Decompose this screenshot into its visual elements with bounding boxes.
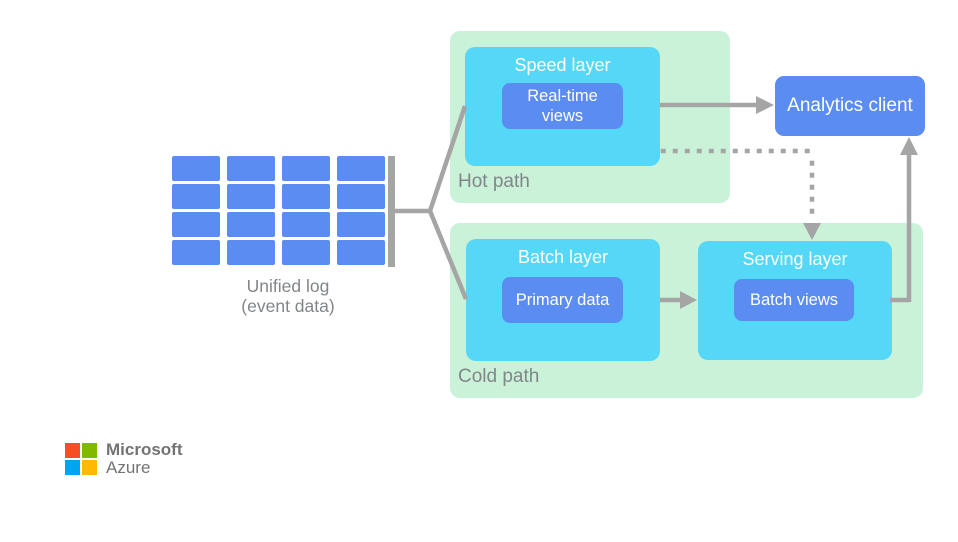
logo-square-green [82, 443, 97, 458]
logo-square-red [65, 443, 80, 458]
realtime-views-line2: views [541, 107, 584, 125]
cold-path-label: Cold path [458, 366, 540, 387]
analytics-client-label: Analytics client [787, 95, 913, 116]
microsoft-logo-icon [65, 443, 97, 475]
unified-log-cell [282, 240, 330, 265]
batch-views-label: Batch views [749, 291, 839, 309]
unified-log-cell [227, 184, 275, 209]
unified-log-label-line2: (event data) [241, 296, 335, 316]
unified-log-cell [337, 156, 385, 181]
unified-log-cell [227, 240, 275, 265]
primary-data-box: Primary data [502, 277, 623, 323]
unified-log-cell [172, 184, 220, 209]
unified-log-label-line1: Unified log [246, 276, 330, 296]
unified-log-cell [172, 240, 220, 265]
unified-log-cell [337, 240, 385, 265]
realtime-views-box: Real-time views [502, 83, 623, 129]
primary-data-label: Primary data [515, 291, 610, 309]
speed-layer-title: Speed layer [514, 55, 611, 75]
unified-log-bar [388, 156, 395, 267]
unified-log-grid [172, 156, 385, 266]
unified-log-cell [282, 212, 330, 237]
unified-log-cell [337, 212, 385, 237]
unified-log-cell [227, 156, 275, 181]
azure-wordmark-line: Azure [106, 457, 151, 477]
unified-log-cell [282, 156, 330, 181]
unified-log-cell [172, 212, 220, 237]
unified-log-cell [282, 184, 330, 209]
unified-log-cell [227, 212, 275, 237]
batch-views-box: Batch views [734, 279, 854, 321]
hot-path-label: Hot path [458, 171, 530, 192]
unified-log-cell [337, 184, 385, 209]
logo-square-yellow [82, 460, 97, 475]
microsoft-azure-wordmark: Microsoft Azure [106, 441, 183, 476]
serving-layer-title: Serving layer [742, 249, 848, 269]
analytics-client-box: Analytics client [775, 76, 925, 136]
unified-log-cell [172, 156, 220, 181]
speed-layer-box: Speed layer [465, 47, 660, 166]
realtime-views-line1: Real-time [527, 87, 598, 105]
microsoft-wordmark-line: Microsoft [106, 440, 183, 459]
logo-square-blue [65, 460, 80, 475]
batch-layer-title: Batch layer [517, 247, 609, 267]
unified-log-label: Unified log (event data) [193, 276, 383, 316]
